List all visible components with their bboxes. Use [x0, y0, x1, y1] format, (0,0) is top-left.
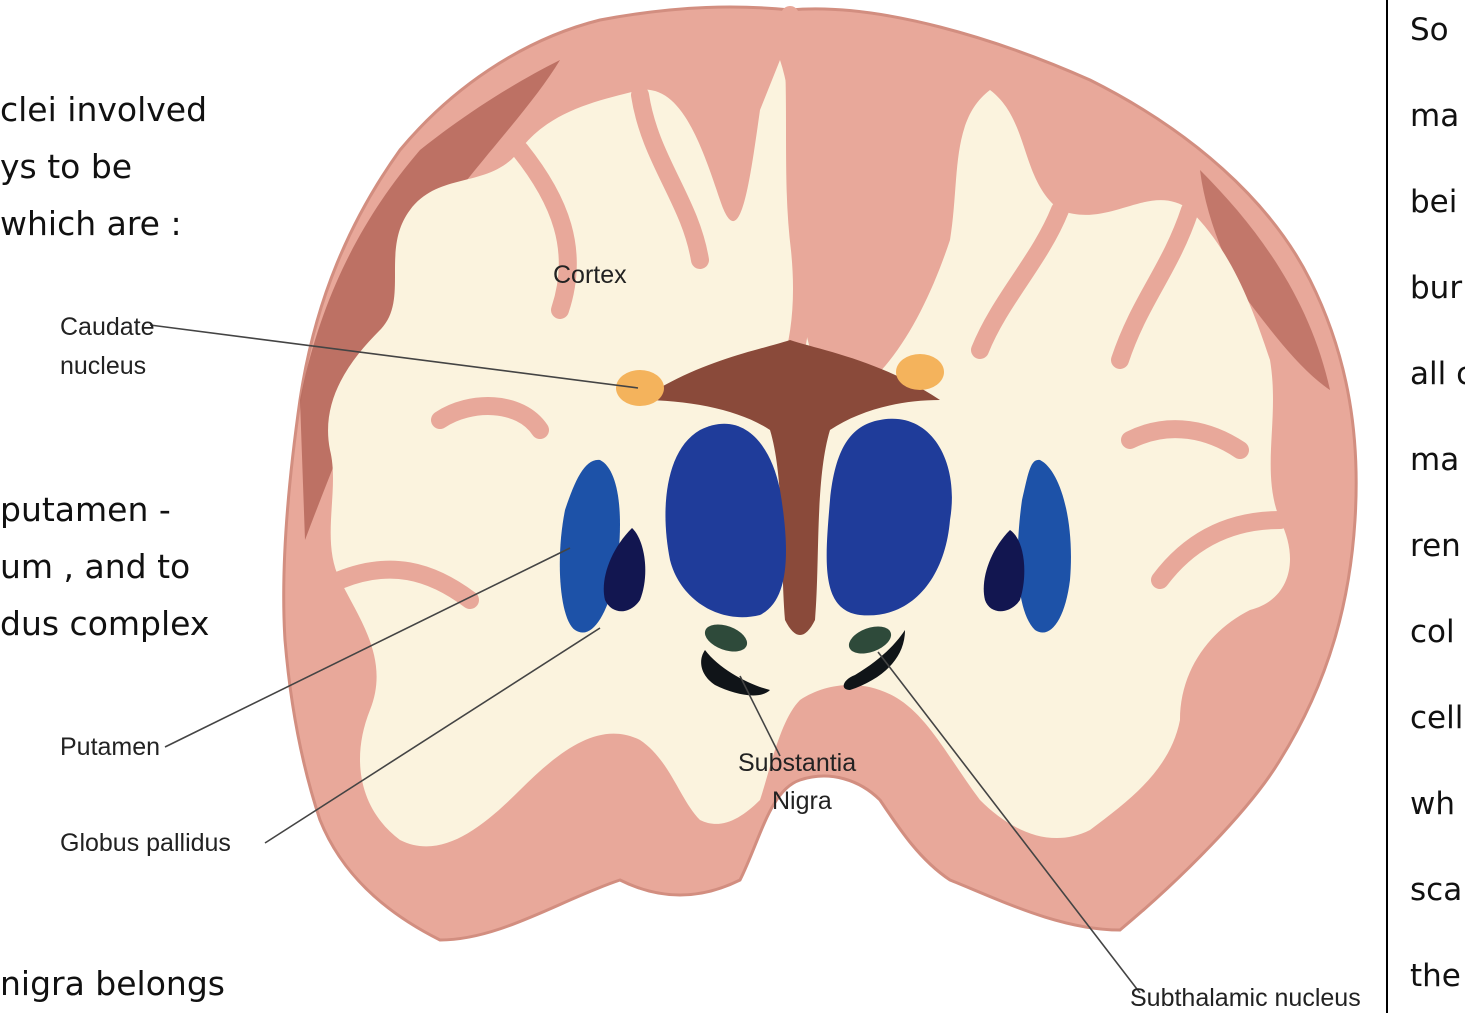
label-caudate-line-2: nucleus: [60, 351, 146, 381]
right-word: bei: [1410, 184, 1457, 220]
right-word: wh: [1410, 786, 1455, 822]
right-text-panel: So ma bei bur all c ma ren col cell wh s…: [1386, 0, 1465, 1013]
left-text-line-7: nigra belongs: [0, 962, 225, 1006]
right-word: all c: [1410, 356, 1465, 392]
left-text-line-6: dus complex: [0, 602, 209, 646]
left-text-line-1: clei involved: [0, 88, 207, 132]
left-text-line-4: putamen -: [0, 488, 171, 532]
right-word: So: [1410, 12, 1449, 48]
label-putamen: Putamen: [60, 732, 160, 762]
right-word: ma: [1410, 98, 1459, 134]
right-word: bur: [1410, 270, 1462, 306]
left-text-line-5: um , and to: [0, 545, 190, 589]
label-cortex: Cortex: [553, 260, 627, 290]
label-caudate-line-1: Caudate: [60, 312, 155, 342]
label-substantia-line-2: Nigra: [772, 786, 832, 816]
right-word: the: [1410, 958, 1461, 994]
caudate-right: [896, 354, 944, 390]
right-word: ren: [1410, 528, 1461, 564]
caudate-left: [616, 370, 664, 406]
right-word: sca: [1410, 872, 1462, 908]
right-word: cell: [1410, 700, 1463, 736]
label-substantia-line-1: Substantia: [738, 748, 856, 778]
right-word: ma: [1410, 442, 1459, 478]
left-text-line-2: ys to be: [0, 145, 132, 189]
right-word: col: [1410, 614, 1455, 650]
left-text-line-3: which are :: [0, 202, 182, 246]
label-subthalamic-nucleus: Subthalamic nucleus: [1130, 983, 1361, 1013]
label-globus-pallidus: Globus pallidus: [60, 828, 231, 858]
